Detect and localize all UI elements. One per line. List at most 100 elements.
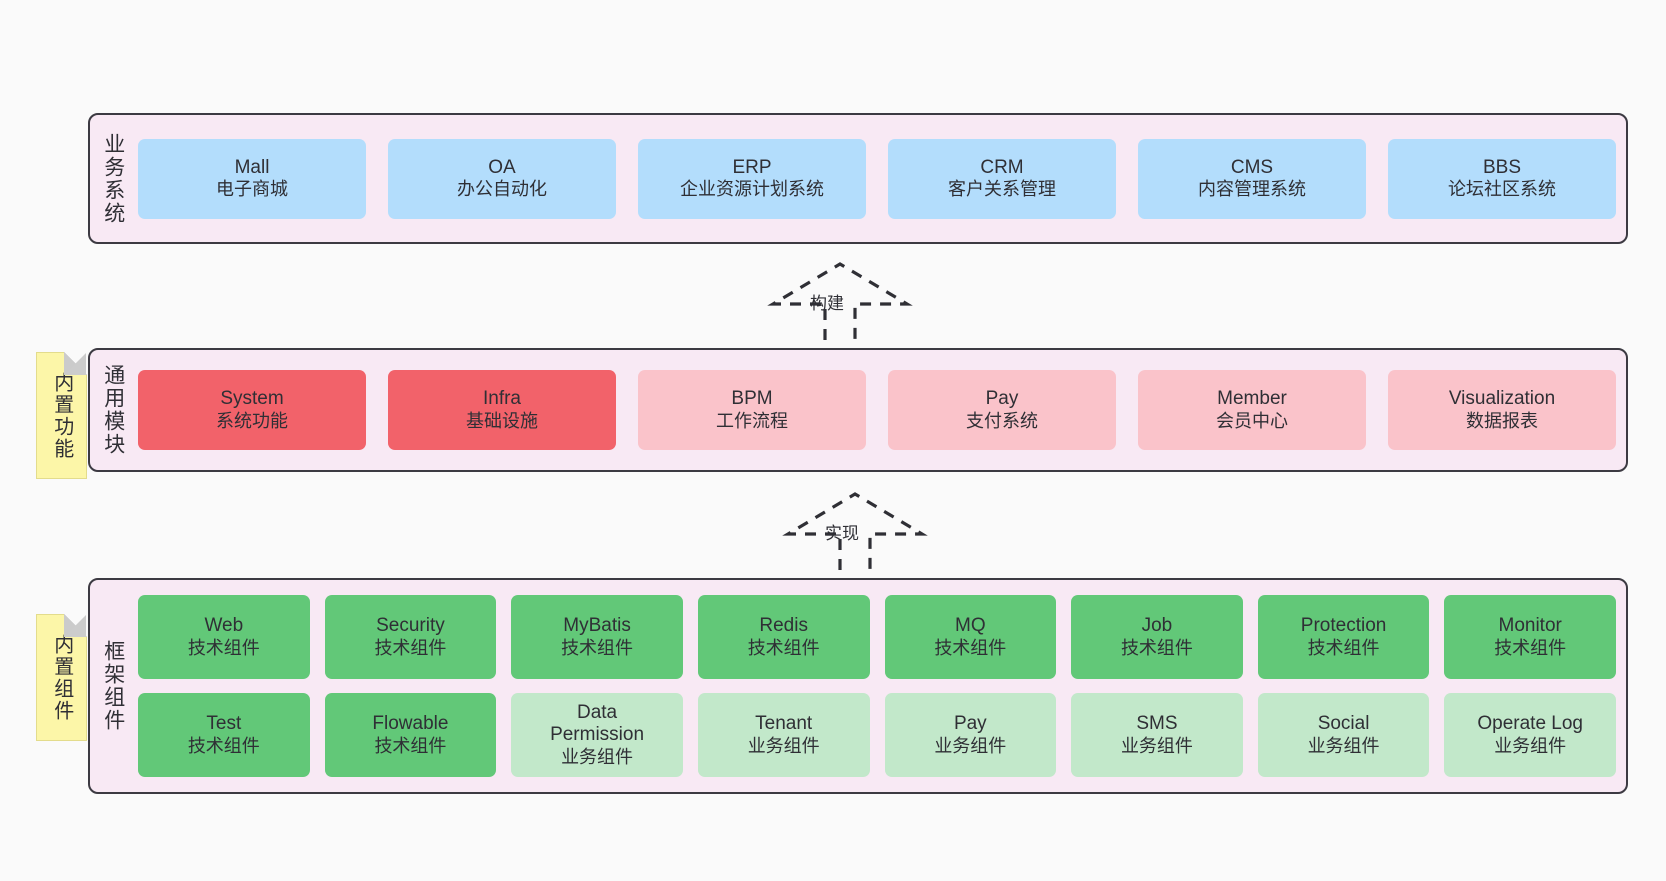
node-title: SMS	[1136, 713, 1178, 735]
connector-implement-label: 实现	[825, 524, 859, 543]
node-title: Flowable	[372, 713, 449, 735]
node-subtitle: 会员中心	[1216, 410, 1288, 431]
node-system[interactable]: System 系统功能	[138, 370, 366, 450]
node-title: Pay	[953, 713, 987, 735]
node-subtitle: 技术组件	[374, 637, 447, 658]
note-fold-corner-icon	[64, 352, 87, 375]
layer-body-common-module: System 系统功能 Infra 基础设施 BPM 工作流程 Pay 支付系统…	[136, 350, 1626, 470]
node-subtitle: 技术组件	[561, 637, 634, 658]
node-title: Member	[1217, 388, 1287, 410]
node-subtitle: 论坛社区系统	[1448, 179, 1556, 200]
node-subtitle: 业务组件	[1120, 735, 1193, 756]
node-subtitle: 企业资源计划系统	[680, 179, 824, 200]
note-fold-corner-icon	[64, 614, 87, 637]
layer-body-business-system: Mall 电子商城 OA 办公自动化 ERP 企业资源计划系统 CRM 客户关系…	[136, 115, 1626, 242]
node-mybatis[interactable]: MyBatis 技术组件	[511, 595, 683, 679]
node-bpm[interactable]: BPM 工作流程	[638, 370, 866, 450]
node-monitor[interactable]: Monitor 技术组件	[1444, 595, 1616, 679]
node-title: MQ	[955, 615, 986, 637]
layer-framework-component: 框架组件 Web 技术组件 Security 技术组件 MyBatis 技术组件…	[88, 578, 1628, 794]
note-builtin-feature: 内置功能	[36, 352, 87, 479]
node-subtitle: 业务组件	[934, 735, 1007, 756]
node-subtitle: 办公自动化	[457, 179, 547, 200]
node-subtitle: 数据报表	[1466, 410, 1538, 431]
node-title: System	[220, 388, 284, 410]
node-row: Test 技术组件 Flowable 技术组件 Data Permission …	[138, 693, 1616, 777]
node-title: OA	[488, 156, 516, 178]
node-member[interactable]: Member 会员中心	[1138, 370, 1366, 450]
node-subtitle: 业务组件	[1307, 735, 1380, 756]
node-redis[interactable]: Redis 技术组件	[697, 595, 870, 679]
node-subtitle: 业务组件	[1494, 735, 1567, 756]
node-subtitle: 技术组件	[187, 735, 260, 756]
node-operate-log[interactable]: Operate Log 业务组件	[1444, 693, 1616, 777]
node-subtitle: 技术组件	[747, 637, 820, 658]
node-title: Monitor	[1498, 615, 1562, 637]
layer-body-framework-component: Web 技术组件 Security 技术组件 MyBatis 技术组件 Redi…	[136, 580, 1626, 792]
node-title: Infra	[482, 388, 522, 410]
node-title: Redis	[759, 615, 808, 637]
note-text: 内置功能	[50, 371, 73, 460]
node-subtitle: 技术组件	[1120, 637, 1193, 658]
node-title: Mall	[234, 156, 270, 178]
node-subtitle: 技术组件	[187, 637, 260, 658]
node-title: BBS	[1482, 156, 1522, 178]
node-subtitle: 技术组件	[1494, 637, 1567, 658]
layer-caption-business-system: 业务系统	[101, 132, 125, 225]
node-subtitle: 客户关系管理	[948, 179, 1056, 200]
node-title: Test	[206, 713, 242, 735]
node-tenant[interactable]: Tenant 业务组件	[697, 693, 870, 777]
note-text: 内置组件	[50, 633, 73, 722]
node-subtitle: 支付系统	[966, 410, 1038, 431]
node-protection[interactable]: Protection 技术组件	[1257, 595, 1430, 679]
node-subtitle: 内容管理系统	[1198, 179, 1306, 200]
node-row: Web 技术组件 Security 技术组件 MyBatis 技术组件 Redi…	[138, 595, 1616, 679]
node-web[interactable]: Web 技术组件	[138, 595, 310, 679]
node-title: Social	[1317, 713, 1370, 735]
node-subtitle: 技术组件	[374, 735, 447, 756]
node-title: Web	[204, 615, 244, 637]
node-subtitle: 技术组件	[934, 637, 1007, 658]
node-subtitle: 技术组件	[1307, 637, 1380, 658]
node-subtitle: 电子商城	[216, 179, 288, 200]
note-builtin-component: 内置组件	[36, 614, 87, 741]
node-title: MyBatis	[563, 615, 631, 637]
node-flowable[interactable]: Flowable 技术组件	[324, 693, 497, 777]
node-security[interactable]: Security 技术组件	[324, 595, 497, 679]
node-social[interactable]: Social 业务组件	[1257, 693, 1430, 777]
node-subtitle: 系统功能	[216, 410, 288, 431]
layer-caption-common-module: 通用模块	[101, 364, 125, 456]
node-title: BPM	[731, 388, 773, 410]
node-subtitle: 基础设施	[466, 410, 538, 431]
node-bbs[interactable]: BBS 论坛社区系统	[1388, 138, 1616, 219]
node-title: Job	[1141, 615, 1173, 637]
node-job[interactable]: Job 技术组件	[1071, 595, 1243, 679]
node-title: CRM	[980, 156, 1024, 178]
node-mall[interactable]: Mall 电子商城	[138, 138, 366, 219]
node-pay-component[interactable]: Pay 业务组件	[884, 693, 1057, 777]
node-sms[interactable]: SMS 业务组件	[1071, 693, 1243, 777]
node-title: Pay	[985, 388, 1019, 410]
node-row: Mall 电子商城 OA 办公自动化 ERP 企业资源计划系统 CRM 客户关系…	[138, 138, 1616, 219]
node-visualization[interactable]: Visualization 数据报表	[1388, 370, 1616, 450]
node-title: Security	[376, 615, 445, 637]
node-title: Data Permission	[550, 701, 645, 746]
node-title: Tenant	[755, 713, 813, 735]
node-mq[interactable]: MQ 技术组件	[884, 595, 1057, 679]
node-data-permission[interactable]: Data Permission 业务组件	[511, 693, 683, 777]
node-crm[interactable]: CRM 客户关系管理	[888, 138, 1116, 219]
node-pay-module[interactable]: Pay 支付系统	[888, 370, 1116, 450]
node-subtitle: 业务组件	[561, 746, 634, 767]
node-subtitle: 业务组件	[747, 735, 820, 756]
connector-build-label: 构建	[810, 294, 844, 313]
node-oa[interactable]: OA 办公自动化	[388, 138, 616, 219]
node-test[interactable]: Test 技术组件	[138, 693, 310, 777]
layer-common-module: 通用模块 System 系统功能 Infra 基础设施 BPM 工作流程 Pay	[88, 348, 1628, 472]
node-infra[interactable]: Infra 基础设施	[388, 370, 616, 450]
node-row: System 系统功能 Infra 基础设施 BPM 工作流程 Pay 支付系统…	[138, 370, 1616, 450]
layer-business-system: 业务系统 Mall 电子商城 OA 办公自动化 ERP 企业资源计划系统 CRM	[88, 113, 1628, 244]
node-cms[interactable]: CMS 内容管理系统	[1138, 138, 1366, 219]
node-erp[interactable]: ERP 企业资源计划系统	[638, 138, 866, 219]
node-title: CMS	[1230, 156, 1274, 178]
